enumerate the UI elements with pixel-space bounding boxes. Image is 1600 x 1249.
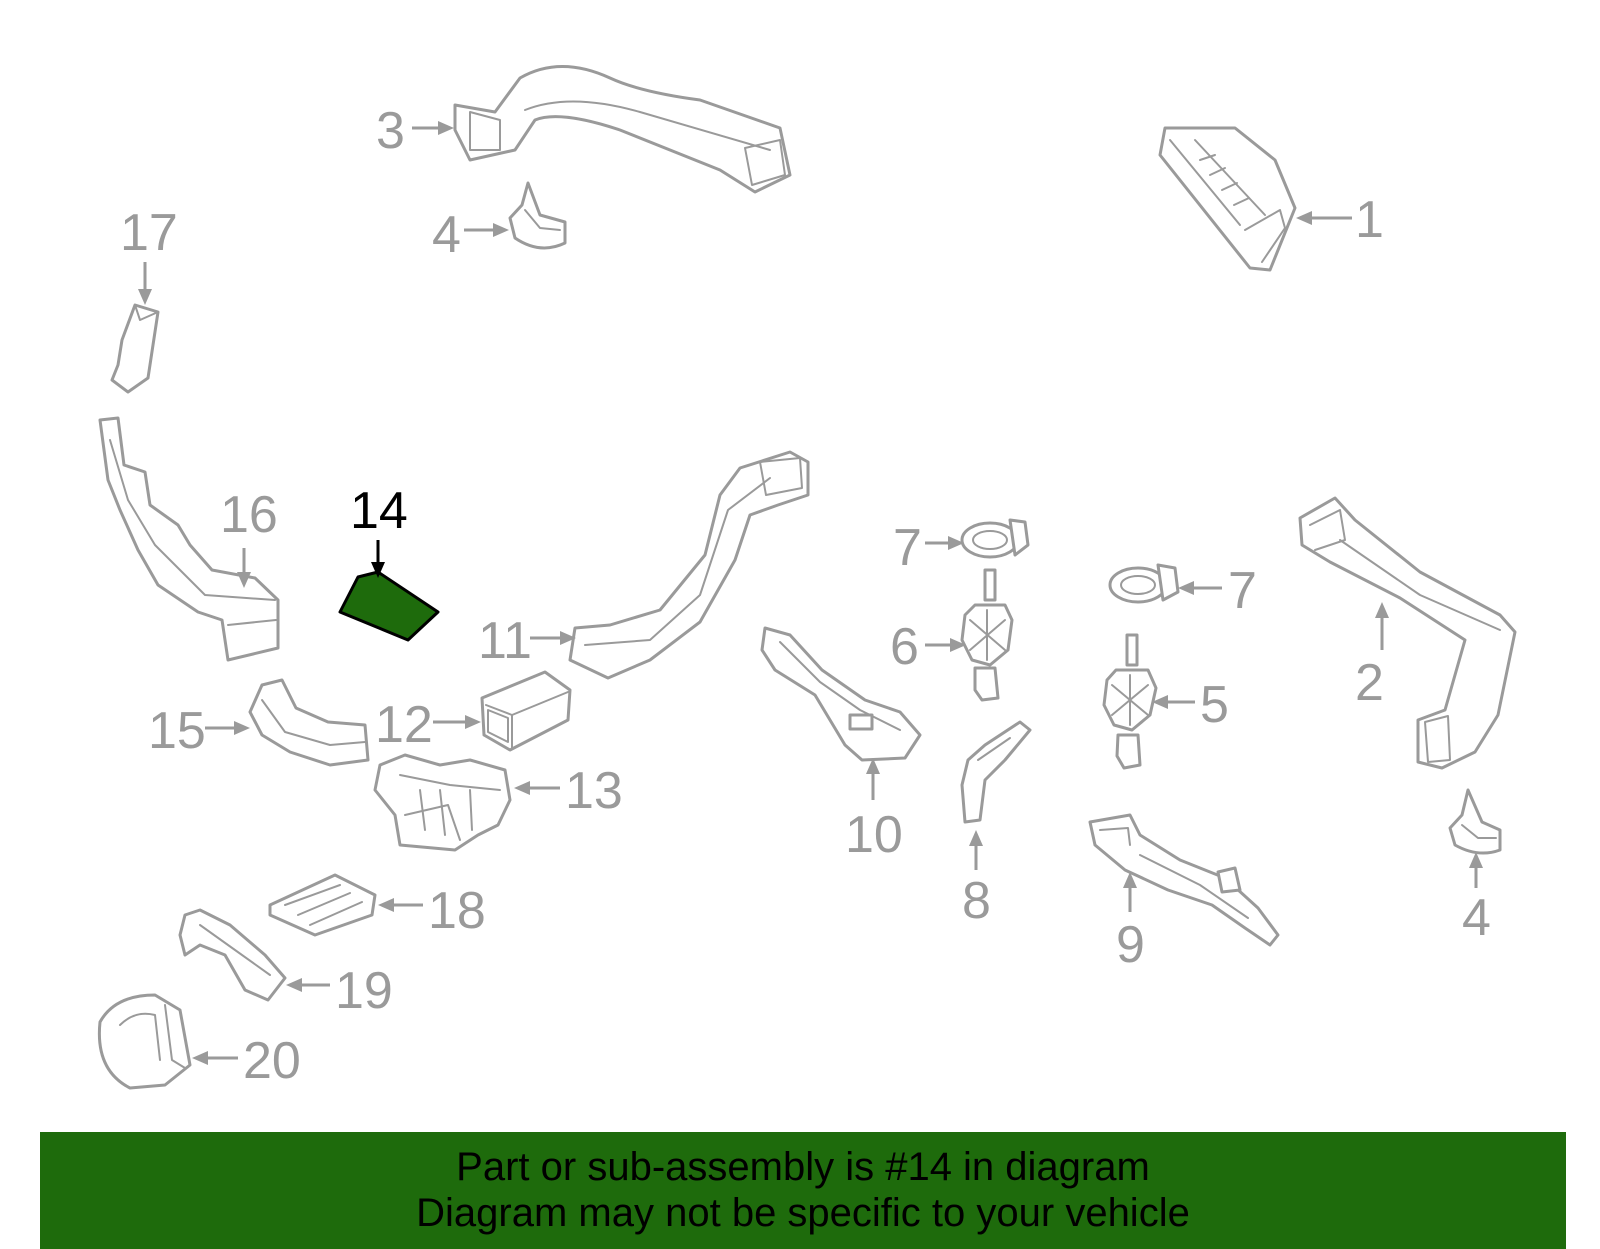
svg-text:16: 16 [220,486,278,544]
callout-6[interactable]: 6 [890,618,966,676]
part-19-duct[interactable] [178,908,287,1002]
part-16-duct[interactable] [98,416,280,662]
part-2-duct[interactable] [1298,496,1517,770]
callout-13[interactable]: 13 [514,762,623,820]
callout-16[interactable]: 16 [220,486,278,588]
svg-text:14: 14 [350,482,408,540]
callout-12[interactable]: 12 [375,696,481,754]
svg-text:13: 13 [565,762,623,820]
svg-text:19: 19 [335,962,393,1020]
part-13-vent-assembly[interactable] [373,753,512,852]
svg-text:8: 8 [962,872,991,930]
svg-text:4: 4 [1462,889,1491,947]
svg-text:6: 6 [890,618,919,676]
svg-text:1: 1 [1355,191,1384,249]
part-6-fastener[interactable] [960,568,1014,702]
callout-3[interactable]: 3 [376,102,454,160]
part-20-cover[interactable] [97,993,192,1090]
part-17-bracket[interactable] [110,303,160,394]
callout-11[interactable]: 11 [478,612,576,670]
callout-14-highlighted[interactable]: 14 [350,482,408,578]
callout-19[interactable]: 19 [286,962,393,1020]
svg-text:5: 5 [1200,676,1229,734]
callout-15[interactable]: 15 [148,702,250,760]
svg-text:7: 7 [893,519,922,577]
banner-part-info: Part or sub-assembly is #14 in diagram [456,1145,1150,1189]
callout-9[interactable]: 9 [1116,872,1145,974]
svg-text:11: 11 [478,612,532,670]
svg-text:4: 4 [432,206,461,264]
svg-text:10: 10 [845,806,903,864]
svg-text:7: 7 [1228,562,1257,620]
callout-10[interactable]: 10 [845,758,903,864]
part-7-ring-clip-upper[interactable] [960,518,1030,559]
svg-text:17: 17 [120,204,178,262]
svg-text:20: 20 [243,1032,301,1090]
svg-text:12: 12 [375,696,433,754]
svg-text:9: 9 [1116,916,1145,974]
part-15-duct[interactable] [248,678,370,767]
part-10-bracket[interactable] [760,626,922,762]
svg-text:18: 18 [428,882,486,940]
callout-17[interactable]: 17 [120,204,178,305]
callout-4-top[interactable]: 4 [432,206,509,264]
part-9-bracket[interactable] [1088,813,1280,947]
part-5-fastener[interactable] [1102,633,1158,770]
callout-5[interactable]: 5 [1152,676,1229,734]
svg-text:3: 3 [376,102,405,160]
callout-2[interactable]: 2 [1355,602,1389,712]
callout-7-upper[interactable]: 7 [893,519,964,577]
part-14-seal-highlighted[interactable] [338,570,440,642]
part-4-clip-top[interactable] [508,181,567,250]
part-1-vent-grille[interactable] [1158,126,1297,272]
part-3-duct[interactable] [453,65,792,194]
svg-text:2: 2 [1355,654,1384,712]
callout-8[interactable]: 8 [962,830,991,930]
part-4-clip-right[interactable] [1448,788,1502,855]
callout-18[interactable]: 18 [378,882,486,940]
callout-7-lower[interactable]: 7 [1178,562,1257,620]
callout-4-right[interactable]: 4 [1462,852,1491,947]
part-18-seal[interactable] [268,873,377,937]
banner-disclaimer: Diagram may not be specific to your vehi… [416,1191,1190,1235]
part-8-strip[interactable] [960,720,1032,824]
callout-20[interactable]: 20 [192,1032,301,1090]
part-11-duct[interactable] [568,450,810,680]
svg-text:15: 15 [148,702,206,760]
callout-1[interactable]: 1 [1296,191,1384,249]
part-7-ring-clip-lower[interactable] [1108,563,1180,604]
info-banner: Part or sub-assembly is #14 in diagram D… [40,1132,1566,1249]
part-12-duct[interactable] [480,670,572,752]
